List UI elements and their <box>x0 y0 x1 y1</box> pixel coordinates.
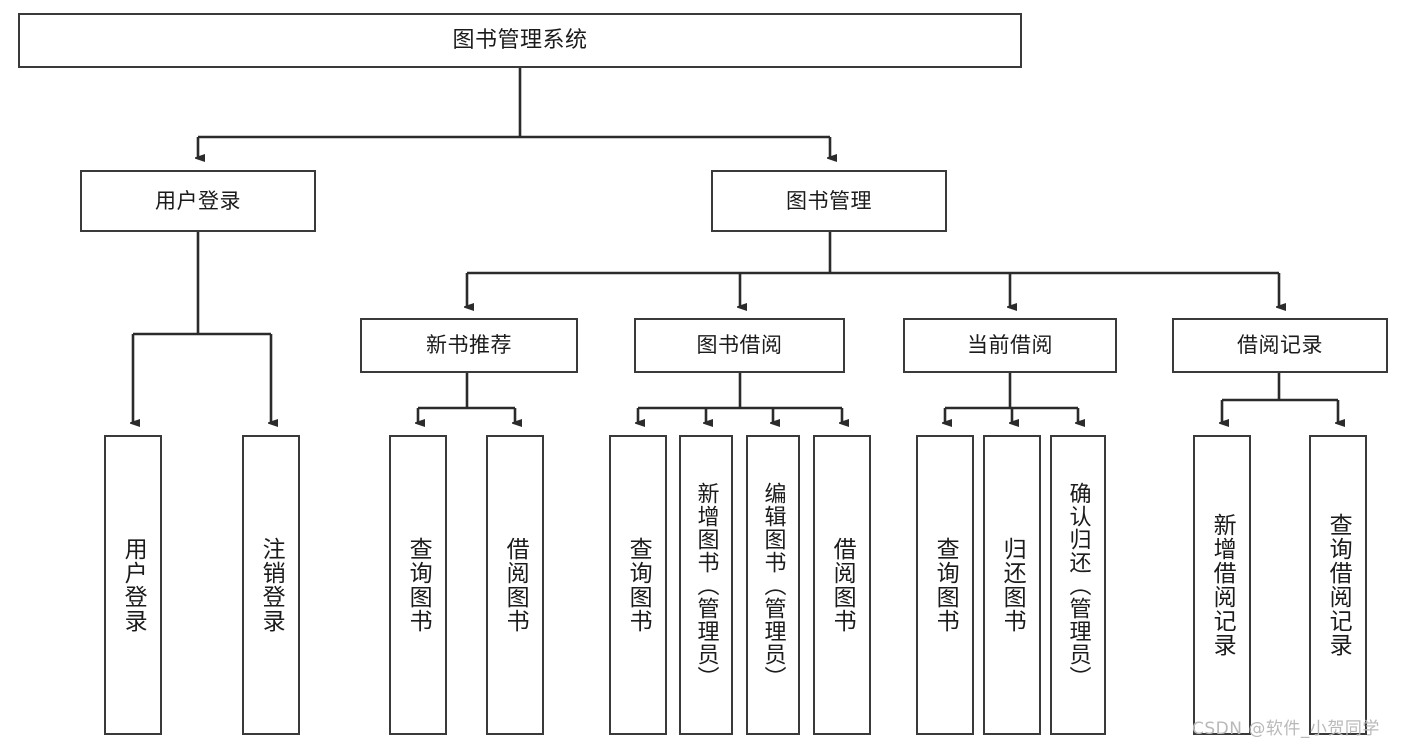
leaf-query-borrow-record[interactable]: 查询借阅记录 <box>1309 435 1367 735</box>
node-book-management[interactable]: 图书管理 <box>711 170 947 232</box>
node-new-book-recommendation[interactable]: 新书推荐 <box>360 318 578 373</box>
node-borrowing-record[interactable]: 借阅记录 <box>1172 318 1388 373</box>
node-label: 查询图书 <box>625 537 652 633</box>
node-label: 查询图书 <box>405 537 432 633</box>
node-label: 用户登录 <box>155 188 241 213</box>
leaf-borrow-book-borrowing[interactable]: 借阅图书 <box>813 435 871 735</box>
node-label: 借阅记录 <box>1237 333 1323 358</box>
node-user-login[interactable]: 用户登录 <box>80 170 316 232</box>
leaf-query-book-recommendation[interactable]: 查询图书 <box>389 435 447 735</box>
node-label: 图书借阅 <box>696 333 783 358</box>
node-label: 图书管理系统 <box>452 27 588 53</box>
leaf-query-book-borrowing[interactable]: 查询图书 <box>609 435 667 735</box>
leaf-query-book-current[interactable]: 查询图书 <box>916 435 974 735</box>
leaf-add-book-admin[interactable]: 新增图书（管理员） <box>679 435 733 735</box>
leaf-add-borrow-record[interactable]: 新增借阅记录 <box>1193 435 1251 735</box>
leaf-user-logout[interactable]: 注销登录 <box>242 435 300 735</box>
node-label: 新书推荐 <box>426 333 512 358</box>
node-label: 归还图书 <box>999 537 1026 633</box>
node-root-system[interactable]: 图书管理系统 <box>18 13 1022 68</box>
leaf-borrow-book-recommendation[interactable]: 借阅图书 <box>486 435 544 735</box>
leaf-edit-book-admin[interactable]: 编辑图书（管理员） <box>746 435 800 735</box>
node-label: 查询图书 <box>932 537 959 633</box>
node-current-borrowing[interactable]: 当前借阅 <box>903 318 1117 373</box>
leaf-return-book[interactable]: 归还图书 <box>983 435 1041 735</box>
node-label: 图书管理 <box>786 188 872 213</box>
node-label: 借阅图书 <box>502 537 529 633</box>
leaf-user-login[interactable]: 用户登录 <box>104 435 162 735</box>
watermark-text: CSDN @软件_小贺同学 <box>1192 719 1380 739</box>
node-label: 确认归还（管理员） <box>1065 481 1091 689</box>
node-label: 编辑图书（管理员） <box>760 481 786 689</box>
node-label: 查询借阅记录 <box>1325 513 1352 657</box>
node-label: 用户登录 <box>120 537 147 633</box>
node-label: 借阅图书 <box>829 537 856 633</box>
node-label: 当前借阅 <box>967 333 1053 358</box>
node-label: 新增借阅记录 <box>1209 513 1236 657</box>
node-label: 注销登录 <box>258 537 285 633</box>
node-label: 新增图书（管理员） <box>693 481 719 689</box>
node-book-borrowing[interactable]: 图书借阅 <box>634 318 845 373</box>
leaf-confirm-return-admin[interactable]: 确认归还（管理员） <box>1050 435 1106 735</box>
